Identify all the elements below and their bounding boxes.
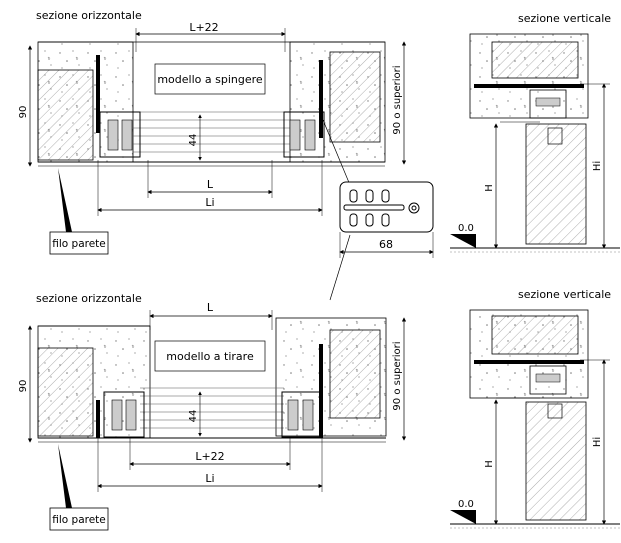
level-marker	[450, 234, 476, 248]
left-door-leaf	[96, 55, 100, 133]
wall-tag: filo parete	[52, 238, 106, 250]
mounting-plate	[339, 181, 434, 233]
right-door-leaf	[319, 344, 323, 438]
wall-tag: filo parete	[52, 514, 106, 526]
left-door-leaf	[96, 400, 100, 438]
wall-tag-box	[49, 507, 109, 531]
wall-tag-box	[49, 231, 109, 255]
level-label: 0.0	[458, 499, 474, 510]
vertical-title: sezione verticale	[518, 288, 611, 301]
dim-mid: 44	[188, 134, 199, 147]
door-panel	[525, 123, 587, 245]
dim-top: L	[207, 301, 214, 314]
bottom-horizontal-section: sezione orizzontale modello a tirare	[18, 292, 407, 531]
level-marker	[450, 510, 476, 524]
right-stud	[329, 329, 381, 419]
threshold-lines	[140, 387, 284, 429]
right-door-leaf	[319, 60, 323, 138]
wall-marker	[58, 444, 72, 508]
model-label-box	[154, 340, 266, 372]
model-label: modello a spingere	[157, 73, 263, 86]
track	[474, 360, 584, 364]
right-jamb-profile	[281, 391, 323, 438]
top-vertical-section: sezione verticale H Hi 0.0	[450, 12, 620, 253]
top-horizontal-section: sezione orizzontale modello a spin	[18, 9, 407, 255]
door-panel	[525, 401, 587, 521]
dim-H: H	[484, 460, 495, 468]
vertical-title: sezione verticale	[518, 12, 611, 25]
left-stud	[37, 347, 94, 437]
dim-Lplus: L+22	[195, 450, 224, 463]
model-label-box	[154, 63, 266, 95]
section-title: sezione orizzontale	[36, 292, 142, 305]
bottom-vertical-section: sezione verticale H Hi 0.0	[450, 288, 620, 529]
right-jamb-profile	[283, 111, 325, 158]
section-title: sezione orizzontale	[36, 9, 142, 22]
dim-L: L	[207, 178, 214, 191]
left-stud	[37, 69, 94, 161]
dim-right-height: 90 o superiori	[392, 65, 403, 134]
dim-mid: 44	[188, 410, 199, 423]
wall-marker	[58, 168, 72, 232]
dim-left-height: 90	[18, 106, 29, 119]
dim-Hi: Hi	[592, 161, 603, 171]
plate-detail: 68	[322, 119, 434, 301]
threshold-lines	[133, 111, 290, 153]
right-stud	[329, 51, 381, 143]
track	[474, 84, 584, 88]
model-label: modello a tirare	[166, 350, 254, 363]
dim-top: L+22	[189, 21, 218, 34]
dim-left-height: 90	[18, 380, 29, 393]
dim-Li: Li	[205, 196, 214, 209]
dim-H: H	[484, 184, 495, 192]
dim-Li: Li	[205, 472, 214, 485]
plate-dim: 68	[379, 238, 393, 251]
left-jamb-profile	[103, 391, 145, 438]
left-jamb-profile	[99, 111, 141, 158]
dim-right-height: 90 o superiori	[392, 341, 403, 410]
dim-Hi: Hi	[592, 437, 603, 447]
level-label: 0.0	[458, 223, 474, 234]
